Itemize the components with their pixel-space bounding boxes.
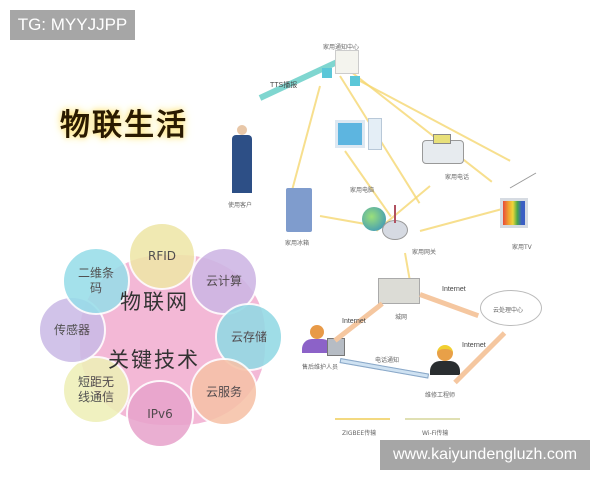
- internet-label-2: Internet: [442, 286, 466, 293]
- internet-arrow-router-cloud: [419, 292, 480, 319]
- notify-center-icon: [335, 50, 359, 74]
- legend-zigbee-label: ZIGBEE传输: [342, 430, 377, 437]
- pc-tower-icon: [368, 118, 382, 150]
- engineer-icon: [430, 345, 460, 377]
- petal-rfid: RFID: [128, 222, 196, 290]
- phone-notify-label: 电话通知: [375, 357, 400, 364]
- notify-center-label: 家用通知中心: [323, 44, 360, 51]
- legend-zigbee-line: [335, 418, 390, 420]
- internet-label-3: Internet: [462, 342, 486, 349]
- router-box-icon: [378, 278, 420, 304]
- smart-home-network-diagram: TTS播报 家用通知中心 使用客户 家用电脑 家用电话 家用冰箱 家用网关 家用…: [190, 20, 590, 450]
- cloud-label: 云处理中心: [493, 307, 524, 314]
- user-label: 使用客户: [228, 202, 253, 209]
- tts-label: TTS播报: [270, 82, 298, 89]
- wireless-link: [287, 85, 321, 203]
- fridge-icon: [286, 188, 312, 232]
- cloud-icon: [480, 290, 542, 326]
- petal-ipv6: IPv6: [126, 380, 194, 448]
- user-icon: [232, 125, 252, 195]
- fridge-label: 家用冰箱: [285, 240, 310, 247]
- watermark-bottom: www.kaiyundengluzh.com: [380, 440, 590, 470]
- petal-short-range-wireless: 短距无线通信: [62, 356, 130, 424]
- legend-wifi-label: Wi-Fi传输: [422, 430, 449, 437]
- internet-arrow-engineer-cloud: [453, 331, 507, 385]
- support-staff-label: 售后维护人员: [302, 364, 339, 371]
- notify-center-cube-left: [322, 68, 332, 78]
- page-title: 物联生活: [60, 108, 188, 143]
- tts-arrow: [258, 57, 343, 101]
- gateway-antenna: [394, 205, 396, 223]
- watermark-top: TG: MYYJJPP: [10, 10, 135, 40]
- petal-cloud-service: 云服务: [190, 358, 258, 426]
- tv-icon: [500, 198, 528, 228]
- notify-center-cube-right: [350, 76, 360, 86]
- legend-wifi-line: [405, 418, 460, 420]
- phone-screen: [433, 134, 451, 144]
- key-tech-diagram: RFID 云计算 云存储 云服务 IPv6 短距无线通信 传感器 二维条码 物联…: [38, 222, 283, 448]
- center-title-line1: 物联网: [120, 290, 189, 314]
- pc-label: 家用电脑: [350, 187, 375, 194]
- petal-qr-code: 二维条码: [62, 247, 130, 315]
- pc-icon: [335, 120, 365, 148]
- phone-label: 家用电话: [445, 174, 470, 181]
- center-title-line2: 关键技术: [108, 348, 200, 372]
- router-label: 城网: [395, 314, 408, 321]
- gateway-label: 家用网关: [412, 249, 437, 256]
- tv-antenna: [509, 172, 537, 189]
- wireless-link: [344, 150, 392, 218]
- internet-label-1: Internet: [342, 318, 366, 325]
- engineer-label: 维修工程师: [425, 392, 456, 399]
- support-staff-icon: [302, 325, 332, 355]
- gateway-icon: [382, 220, 408, 240]
- tv-label: 家用TV: [512, 244, 532, 251]
